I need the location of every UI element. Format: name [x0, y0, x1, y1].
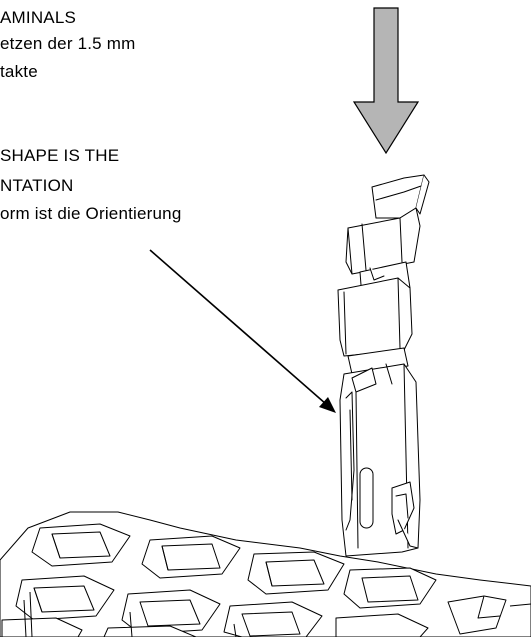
orientation-line-2: NTATION	[0, 176, 74, 195]
orientation-line-1: SHAPE IS THE	[0, 146, 120, 165]
instruction-line-2: etzen der 1.5 mm	[0, 34, 136, 53]
instruction-line-3: takte	[0, 62, 38, 81]
terminal-contact	[337, 174, 430, 557]
orientation-line-3: orm ist die Orientierung	[0, 204, 182, 223]
connector-housing	[0, 511, 531, 637]
insertion-arrow-icon	[352, 7, 420, 155]
instruction-line-1: AMINALS	[0, 8, 77, 27]
leader-arrow	[149, 249, 336, 413]
